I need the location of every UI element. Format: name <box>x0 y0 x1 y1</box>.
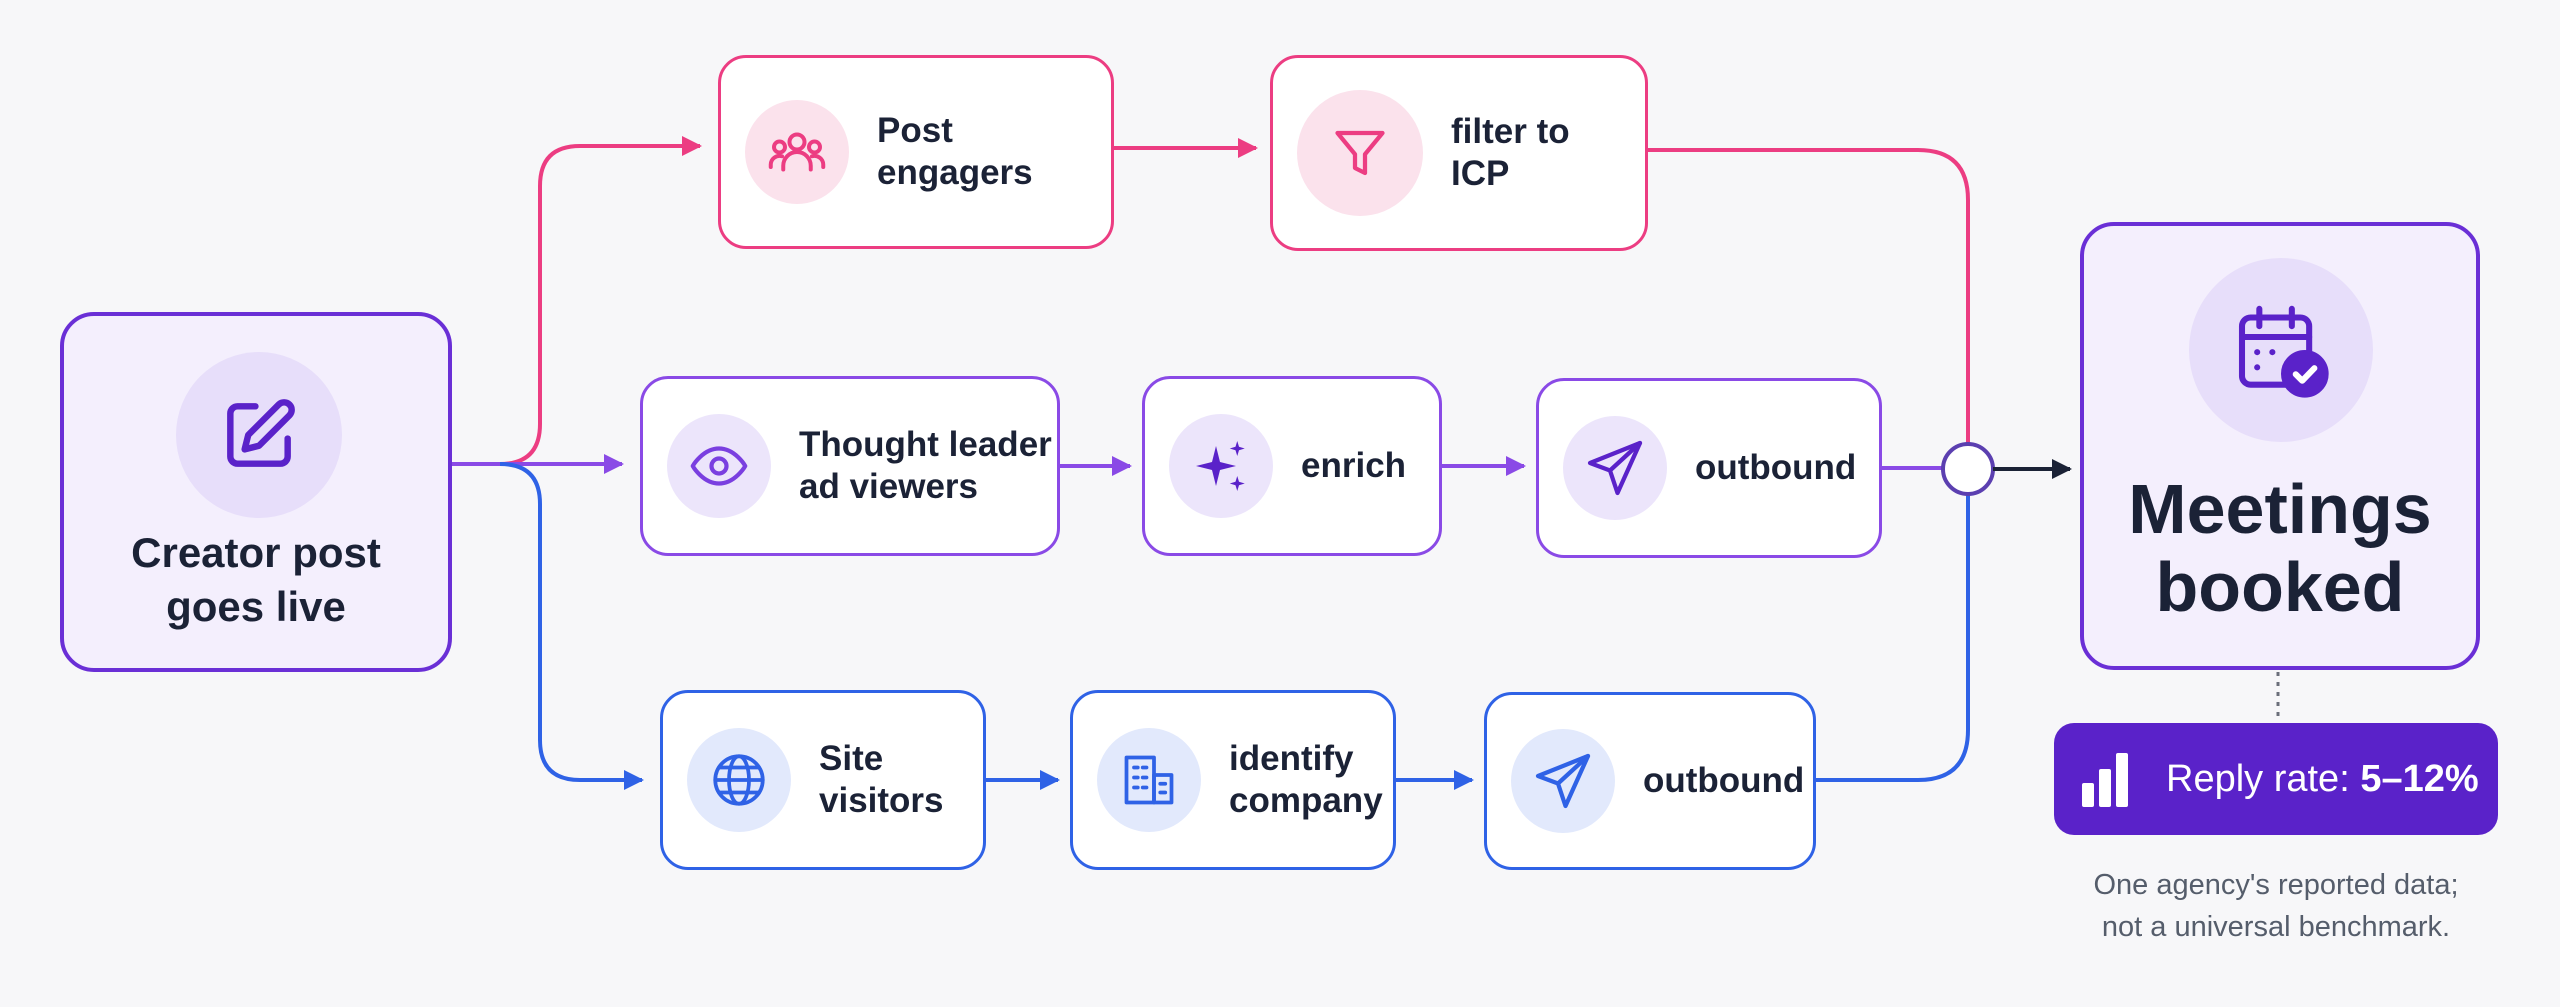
end-label: Meetings booked <box>2128 470 2432 626</box>
eye-icon <box>667 414 771 518</box>
node-label: filter to ICP <box>1451 112 1570 193</box>
reply-rate-badge: Reply rate: 5–12% <box>2054 723 2498 835</box>
node-identify-company: identify company <box>1070 690 1396 870</box>
users-icon <box>745 100 849 204</box>
node-label: outbound <box>1643 761 1805 800</box>
calendar-check-icon <box>2189 258 2373 442</box>
node-enrich: enrich <box>1142 376 1442 556</box>
disclaimer-note: One agency's reported data; not a univer… <box>2093 869 2459 943</box>
branch-line-bottom <box>499 462 644 790</box>
start-label: Creator post goes live <box>131 529 381 630</box>
send-icon <box>1511 729 1615 833</box>
bar-chart-icon <box>2082 753 2128 807</box>
branch-line-top <box>452 136 702 466</box>
reply-rate-value: 5–12% <box>2360 757 2479 800</box>
reply-rate-text: Reply rate: 5–12% <box>2166 758 2479 801</box>
globe-icon <box>687 728 791 832</box>
node-outbound-bottom: outbound <box>1484 692 1816 870</box>
node-label: Post engagers <box>877 111 1033 192</box>
reply-rate-prefix: Reply rate: <box>2166 757 2361 800</box>
merge-node <box>1941 442 1995 496</box>
node-site-visitors: Site visitors <box>660 690 986 870</box>
node-label: identify company <box>1229 739 1383 820</box>
building-icon <box>1097 728 1201 832</box>
node-post-engagers: Post engagers <box>718 55 1114 249</box>
start-node: Creator post goes live <box>60 312 452 672</box>
edit-icon <box>176 352 342 518</box>
node-outbound-middle: outbound <box>1536 378 1882 558</box>
node-label: enrich <box>1301 446 1407 485</box>
node-label: Site visitors <box>819 739 944 820</box>
filter-icon <box>1297 90 1423 216</box>
sparkle-icon <box>1169 414 1273 518</box>
send-icon <box>1563 416 1667 520</box>
merge-line-top <box>1648 148 1970 444</box>
merge-line-bottom <box>1816 494 1970 782</box>
node-label: outbound <box>1695 448 1857 487</box>
node-thought-leader-ad-viewers: Thought leader ad viewers <box>640 376 1060 556</box>
node-filter-icp: filter to ICP <box>1270 55 1648 251</box>
end-node: Meetings booked <box>2080 222 2480 670</box>
node-label: Thought leader ad viewers <box>799 425 1052 506</box>
